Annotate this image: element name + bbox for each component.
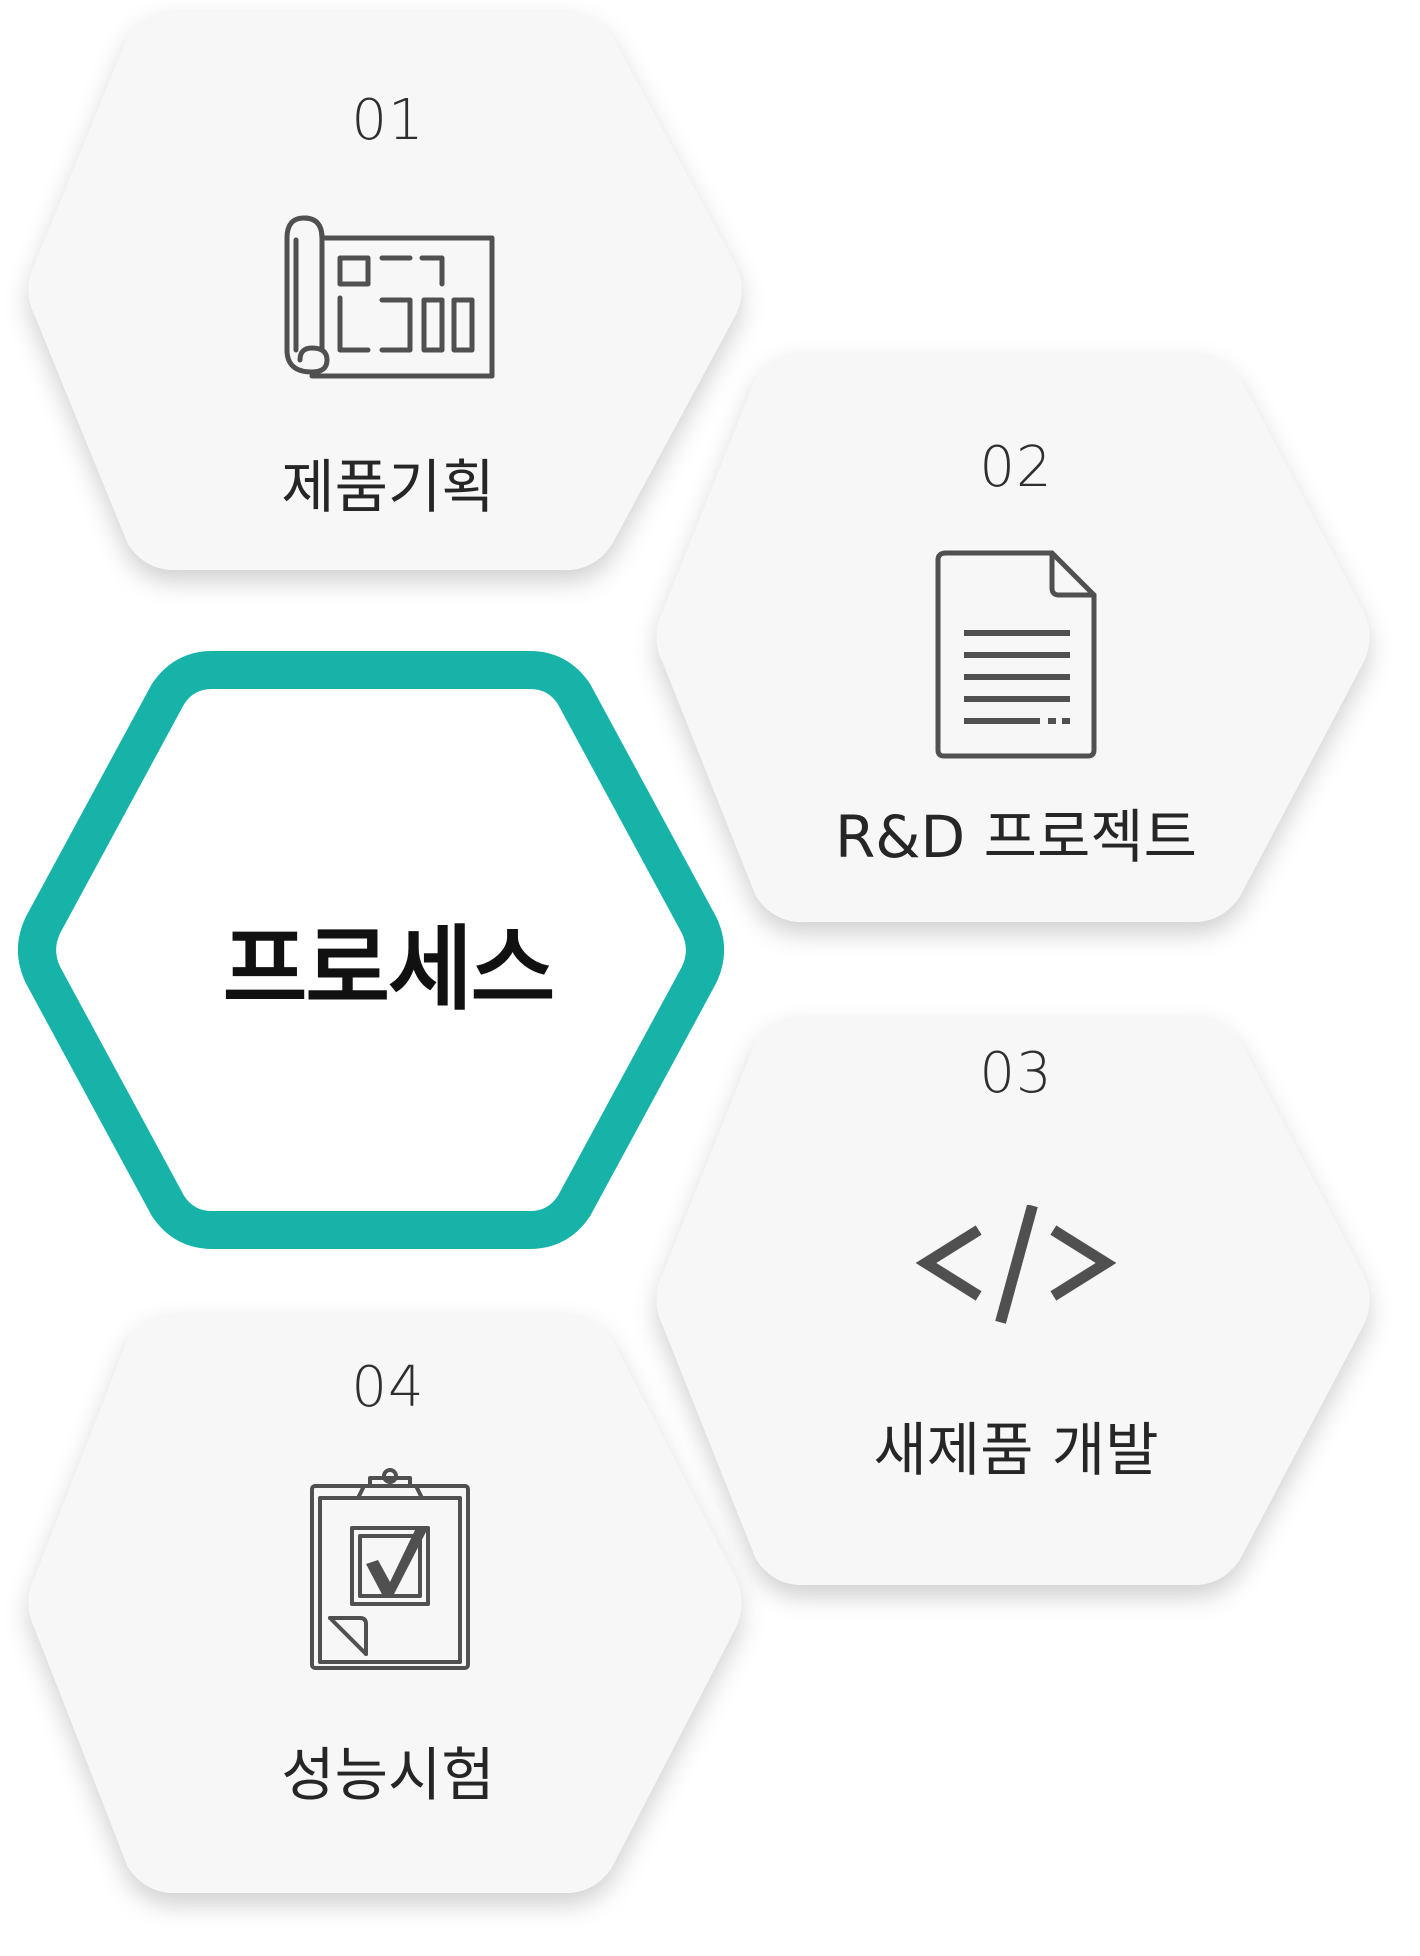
step-number: 02 (979, 435, 1053, 500)
step-number: 03 (979, 1041, 1053, 1106)
hexagon-step-03 (656, 1015, 1370, 1585)
step-label: R&D 프로젝트 (834, 803, 1198, 871)
hexagon-center (18, 651, 724, 1249)
step-card-04: 04 성능시험 (20, 1303, 756, 1913)
step-label: 성능시험 (281, 1741, 495, 1809)
step-number: 01 (351, 88, 425, 153)
step-card-03: 03 새제품 개발 (648, 1005, 1384, 1615)
step-number: 04 (351, 1355, 425, 1420)
process-title: 프로세스 (222, 916, 556, 1023)
blueprint-icon (284, 215, 495, 379)
clipboard-check-icon (310, 1468, 470, 1670)
code-icon (916, 1205, 1116, 1324)
document-icon (935, 550, 1097, 759)
step-card-02: 02 R&D 프로젝트 (648, 342, 1384, 952)
step-label: 새제품 개발 (873, 1416, 1159, 1484)
hexagon-step-01 (28, 10, 742, 570)
step-label: 제품기획 (281, 453, 495, 521)
hexagon-step-02 (656, 352, 1370, 922)
step-card-01: 01 제품기획 (20, 0, 756, 610)
